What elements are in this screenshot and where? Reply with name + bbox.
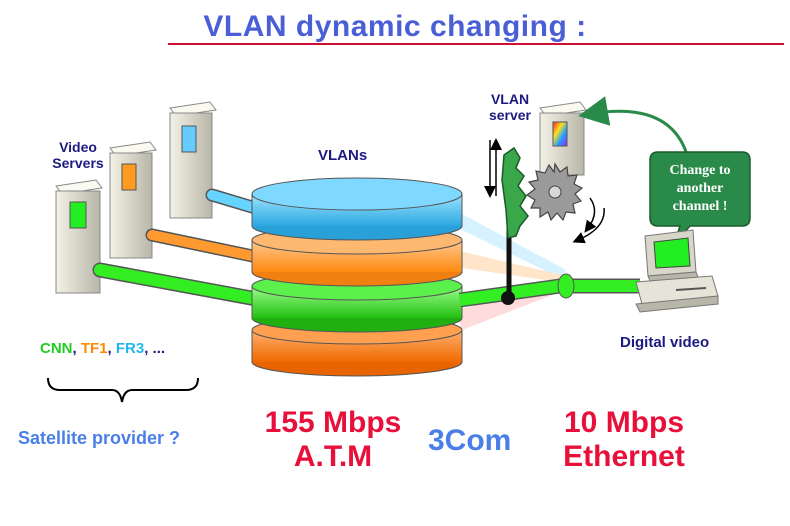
bubble-text: Change to another channel ! xyxy=(652,162,748,216)
ethernet-pipe xyxy=(458,273,640,308)
atm-speed-line2: A.T.M xyxy=(293,440,373,473)
pipe-green xyxy=(92,262,270,308)
digital-video-label: Digital video xyxy=(620,334,710,351)
channel-ellipsis: , ... xyxy=(144,340,166,357)
vlans-label: VLANs xyxy=(318,147,368,164)
vlan-server-tower xyxy=(539,101,587,176)
channel-sep-2: , xyxy=(107,340,116,357)
video-server-orange xyxy=(109,141,157,259)
video-servers-label: Video Servers xyxy=(48,139,108,171)
vlan-server-label-line2: server xyxy=(488,107,532,123)
title-underline xyxy=(168,43,784,45)
pc-base xyxy=(635,275,719,313)
channel-cnn: CNN xyxy=(40,340,73,357)
channels-label: CNN, TF1, FR3, ... xyxy=(40,340,165,357)
pipe-orange xyxy=(145,228,269,265)
vlan-disk-blue xyxy=(251,177,463,241)
speech-bubble xyxy=(649,151,751,245)
video-servers-label-line2: Servers xyxy=(52,155,104,171)
channel-tf1: TF1 xyxy=(80,340,108,357)
vlan-server-label-line1: VLAN xyxy=(490,91,530,107)
page-title: VLAN dynamic changing : xyxy=(203,10,587,43)
rotation-arrows xyxy=(572,197,605,244)
satellite-provider-label: Satellite provider ? xyxy=(18,428,181,448)
bubble-line2: another xyxy=(676,181,724,196)
brace xyxy=(47,377,199,403)
bubble-line3: channel ! xyxy=(672,199,728,214)
feedback-arrow xyxy=(578,96,690,159)
atm-speed-label: 155 Mbps A.T.M xyxy=(248,406,418,474)
ethernet-speed-line2: Ethernet xyxy=(563,440,685,473)
ethernet-speed-line1: 10 Mbps xyxy=(563,406,685,439)
channel-fr3: FR3 xyxy=(115,340,145,357)
channel-sep-1: , xyxy=(72,340,81,357)
vlan-server-label: VLAN server xyxy=(480,91,540,123)
video-server-blue xyxy=(169,101,217,219)
ethernet-speed-label: 10 Mbps Ethernet xyxy=(544,406,704,474)
atm-speed-line1: 155 Mbps xyxy=(264,406,402,439)
selector-blade xyxy=(501,146,529,239)
video-servers-label-line1: Video xyxy=(59,139,97,155)
bubble-line1: Change to xyxy=(669,163,731,178)
video-server-green xyxy=(55,179,103,294)
up-down-arrow xyxy=(484,138,502,198)
vendor-label: 3Com xyxy=(428,424,512,457)
gear-icon xyxy=(525,162,584,222)
